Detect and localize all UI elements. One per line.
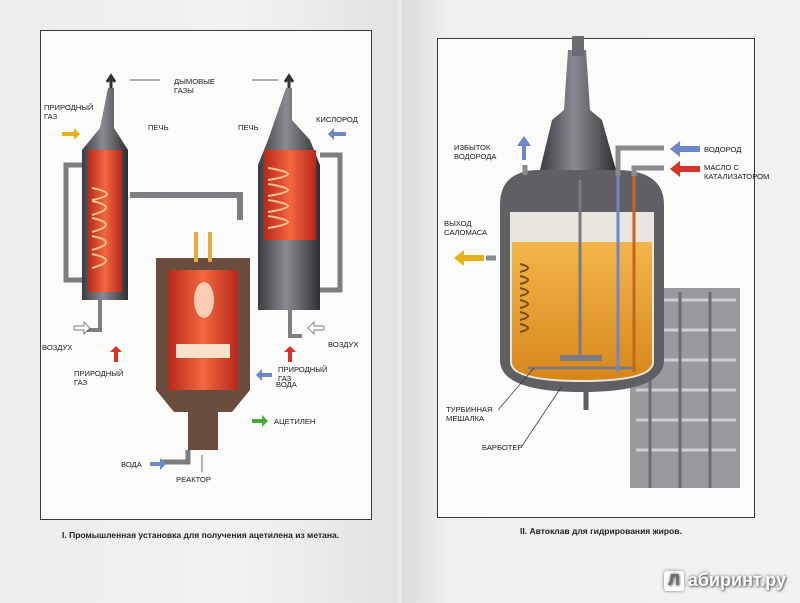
label-hydrogen: ВОДОРОД	[704, 145, 741, 154]
label-water-bottom: ВОДА	[121, 460, 143, 469]
label-oven-right: ПЕЧЬ	[238, 123, 259, 132]
label-air-left: ВОЗДУХ	[42, 343, 72, 352]
water-arrow-bottom	[150, 458, 166, 470]
reactor	[156, 232, 250, 465]
hydrogen-excess-arrow	[517, 136, 531, 160]
label-oxygen: КИСЛОРОД	[316, 115, 358, 124]
autoclave-vessel	[500, 36, 664, 410]
natural-gas-arrow-bottom-left	[110, 346, 122, 362]
label-water-right: ВОДА	[276, 380, 298, 389]
water-arrow-right	[256, 369, 272, 381]
labirint-watermark: Л абиринт.ру	[663, 570, 786, 591]
label-reactor: РЕАКТОР	[176, 475, 211, 484]
natural-gas-arrow-top	[62, 128, 80, 140]
oil-catalyst-arrow	[670, 161, 700, 177]
labirint-logo-icon: Л	[663, 570, 684, 591]
label-bubbler: БАРБОТЕР	[482, 443, 523, 452]
left-side-pipes	[63, 152, 343, 338]
autoclave-pipes	[486, 145, 664, 261]
smoke-arrows	[105, 73, 295, 88]
air-arrow-right	[307, 321, 325, 335]
label-oven-left: ПЕЧЬ	[148, 123, 169, 132]
left-caption: I. Промышленная установка для получения …	[62, 530, 340, 540]
watermark-text: абиринт.ру	[687, 570, 786, 590]
right-oven	[258, 88, 320, 310]
label-acetylene: АЦЕТИЛЕН	[274, 417, 315, 426]
left-oven	[82, 88, 243, 300]
acetylene-arrow	[252, 415, 268, 427]
label-air-right: ВОЗДУХ	[328, 340, 358, 349]
natural-gas-arrow-bottom-right	[284, 346, 296, 362]
right-caption: II. Автоклав для гидрирования жиров.	[520, 526, 682, 536]
hydrogen-arrow	[670, 141, 700, 157]
salomas-arrow	[454, 250, 484, 266]
air-arrow-left	[73, 321, 91, 335]
oxygen-arrow	[328, 128, 346, 140]
